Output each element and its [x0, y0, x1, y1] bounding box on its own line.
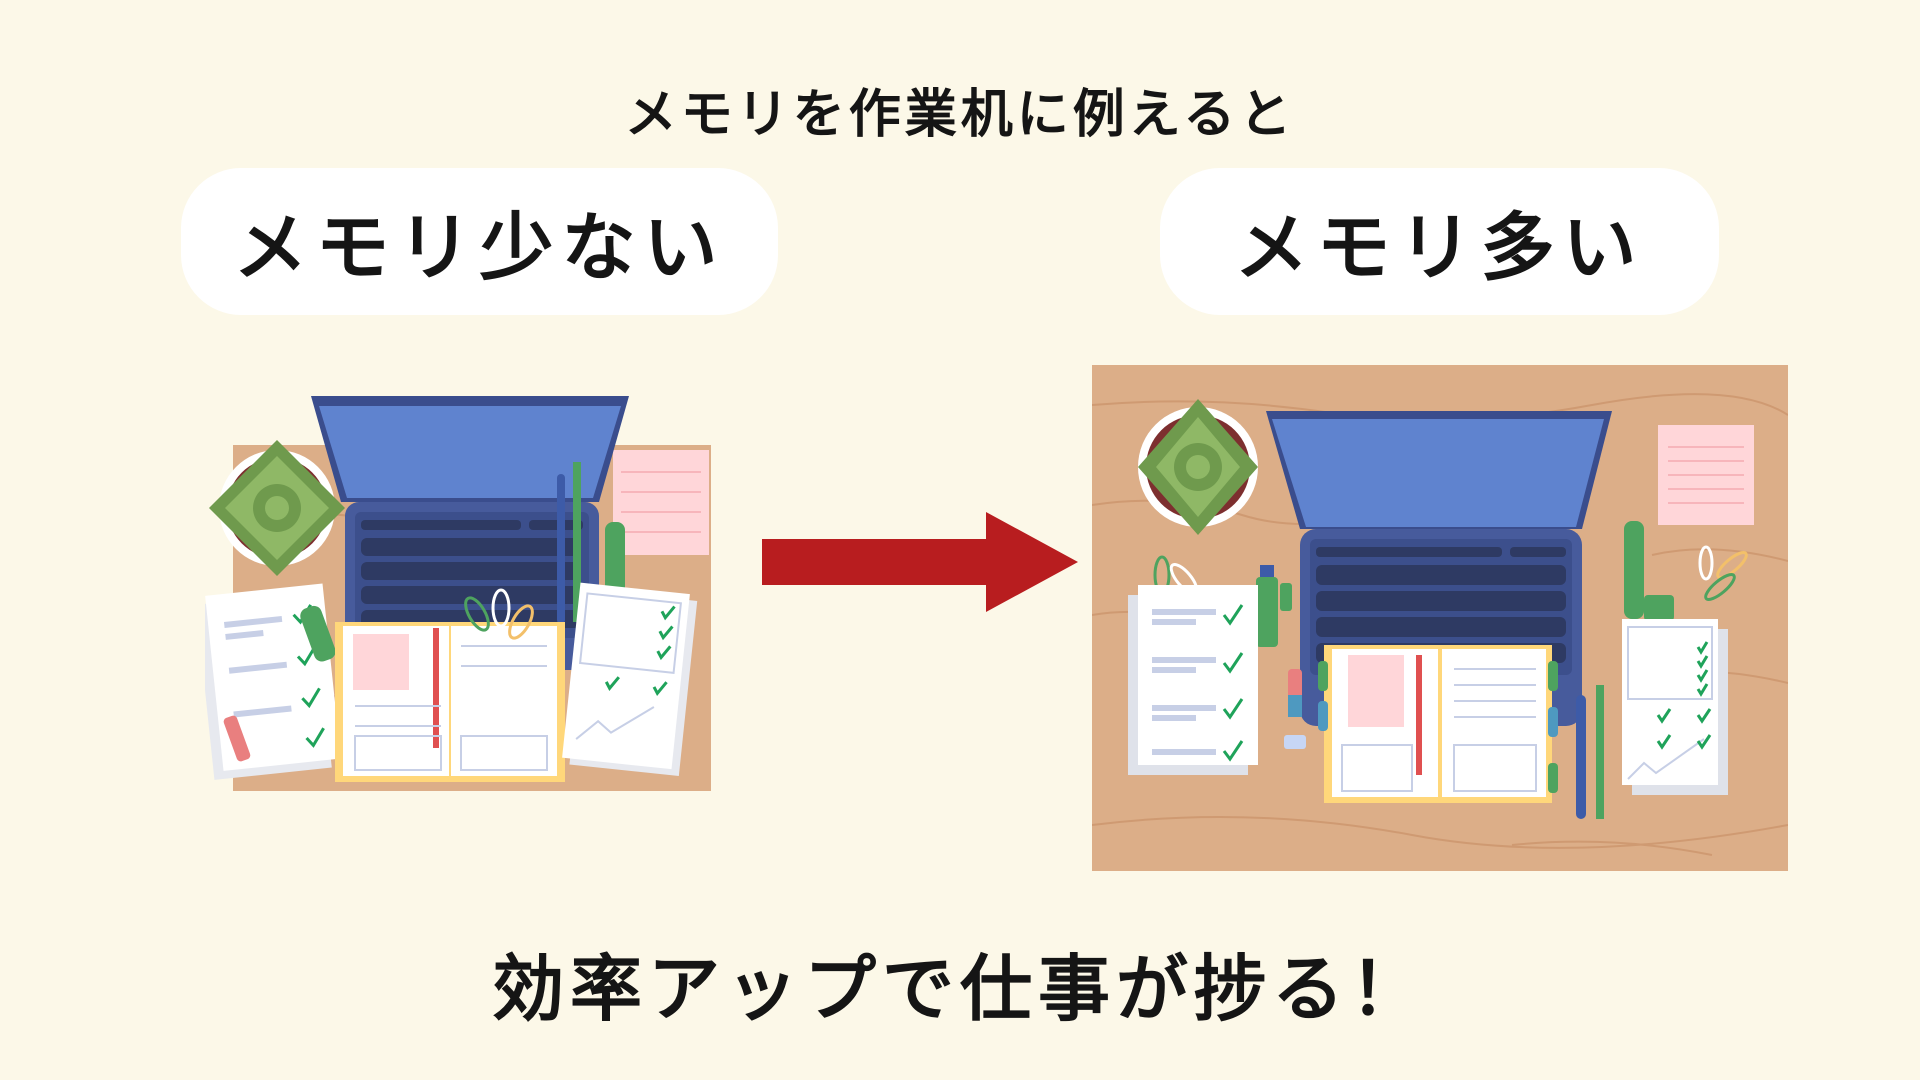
sticky-note-icon: [613, 450, 709, 555]
chart-document-icon: [1622, 619, 1728, 795]
small-desk-illustration: [205, 396, 753, 792]
conclusion-text: 効率アップで仕事が捗る！: [491, 947, 1428, 1031]
large-desk-illustration: [1092, 365, 1788, 871]
large-memory-label: メモリ多い: [1160, 168, 1719, 315]
notebook-icon: [335, 622, 565, 782]
plant-icon: [1138, 399, 1258, 535]
diagram-title: メモリを作業机に例えると: [624, 85, 1296, 145]
large-memory-label-text: メモリ多い: [1234, 205, 1645, 291]
chart-document-icon: [562, 582, 698, 776]
plant-icon: [209, 440, 345, 576]
small-memory-label: メモリ少ない: [181, 168, 778, 315]
checklist-document-icon: [1128, 585, 1258, 775]
small-memory-label-text: メモリ少ない: [233, 205, 726, 291]
right-arrow-icon: [762, 512, 1078, 612]
notebook-icon: [1318, 645, 1558, 803]
